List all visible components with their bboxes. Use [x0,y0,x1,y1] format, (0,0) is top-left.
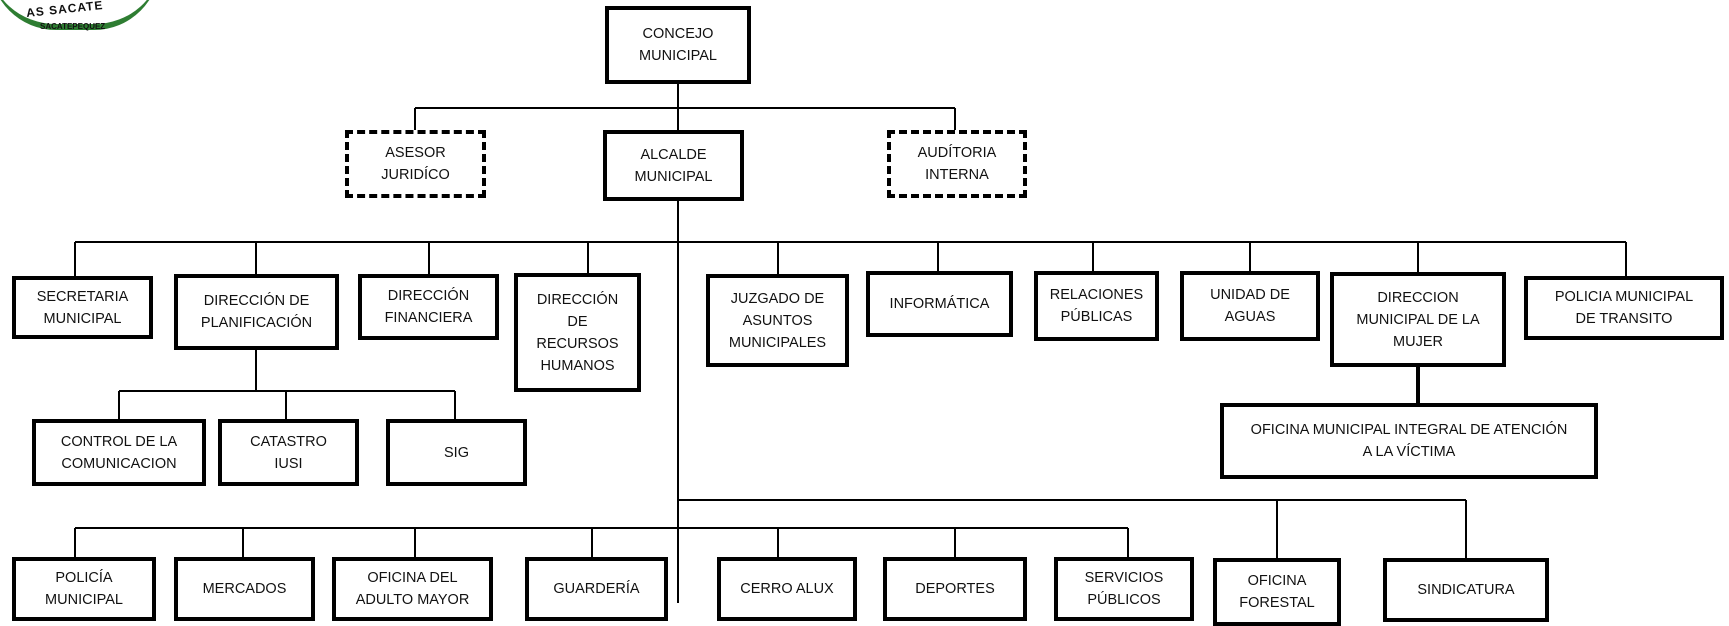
node-secretaria-municipal: SECRETARIA MUNICIPAL [12,276,153,339]
node-guarderia: GUARDERÍA [525,557,668,621]
node-juzgado-asuntos-municipales: JUZGADO DE ASUNTOS MUNICIPALES [706,274,849,367]
node-mercados: MERCADOS [174,557,315,621]
node-deportes: DEPORTES [883,557,1027,621]
logo-sub-text: SACATEPEQUEZ [40,22,106,31]
node-sindicatura: SINDICATURA [1383,558,1549,622]
node-relaciones-publicas: RELACIONES PÚBLICAS [1034,271,1159,341]
node-oficina-adulto-mayor: OFICINA DEL ADULTO MAYOR [332,557,493,621]
node-oficina-forestal: OFICINA FORESTAL [1213,558,1341,626]
node-informatica: INFORMÁTICA [866,271,1013,337]
node-unidad-de-aguas: UNIDAD DE AGUAS [1180,271,1320,341]
node-servicios-publicos: SERVICIOS PÚBLICOS [1054,557,1194,621]
node-direccion-recursos-humanos: DIRECCIÓN DE RECURSOS HUMANOS [514,273,641,392]
node-cerro-alux: CERRO ALUX [717,557,857,621]
node-oficina-atencion-victima: OFICINA MUNICIPAL INTEGRAL DE ATENCIÓN A… [1220,403,1598,479]
node-direccion-financiera: DIRECCIÓN FINANCIERA [358,274,499,340]
node-catastro-iusi: CATASTRO IUSI [218,419,359,486]
node-auditoria-interna: AUDÍTORIA INTERNA [887,130,1027,198]
municipal-logo: AS SACATE SACATEPEQUEZ [0,0,170,46]
node-policia-municipal: POLICÍA MUNICIPAL [12,557,156,621]
logo-arc [0,0,160,30]
node-direccion-municipal-mujer: DIRECCION MUNICIPAL DE LA MUJER [1330,272,1506,367]
node-alcalde-municipal: ALCALDE MUNICIPAL [603,130,744,201]
node-control-comunicacion: CONTROL DE LA COMUNICACION [32,419,206,486]
node-concejo-municipal: CONCEJO MUNICIPAL [605,6,751,84]
node-direccion-planificacion: DIRECCIÓN DE PLANIFICACIÓN [174,274,339,350]
node-policia-municipal-transito: POLICIA MUNICIPAL DE TRANSITO [1524,276,1724,340]
node-asesor-juridico: ASESOR JURIDÍCO [345,130,486,198]
node-sig: SIG [386,419,527,486]
